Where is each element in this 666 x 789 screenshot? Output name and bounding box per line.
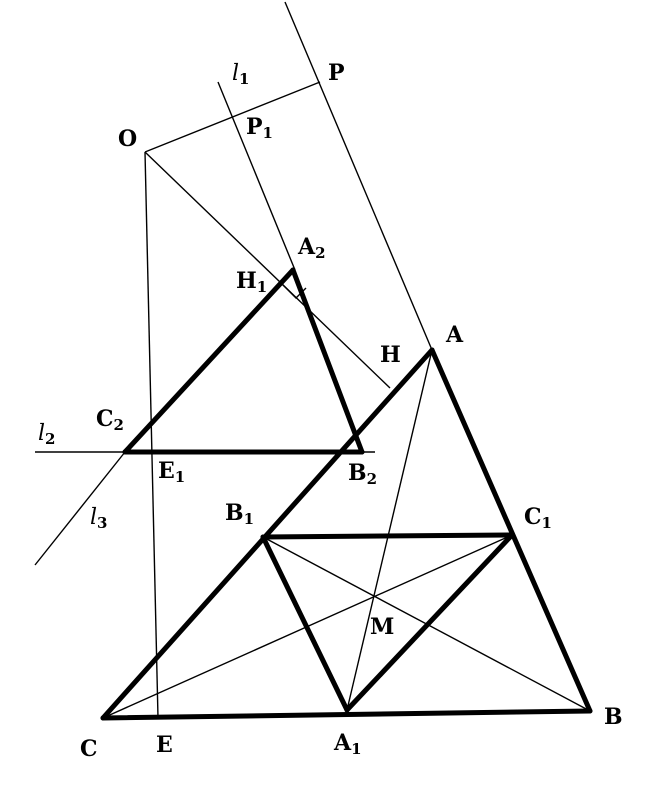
- construction-lines: [34, 1, 591, 719]
- label-A1: A1: [333, 730, 362, 758]
- label-C2: C2: [96, 406, 124, 434]
- midline-B1-A1: [260, 534, 350, 713]
- label-O: O: [118, 126, 137, 152]
- median-A-A1: [346, 349, 433, 711]
- label-B1: B1: [225, 500, 254, 528]
- label-P: P: [328, 60, 345, 86]
- line-through-P-A: [284, 1, 433, 351]
- side-A2-B2: [290, 267, 365, 455]
- side-B-A: [429, 347, 593, 714]
- segment-O-E: [144, 151, 159, 719]
- label-E1: E1: [158, 458, 185, 486]
- midline-B1-C1: [260, 532, 515, 540]
- label-P1: P1: [246, 114, 273, 142]
- label-E: E: [156, 732, 173, 758]
- segment-O-H: [144, 151, 391, 389]
- line-l1: [217, 81, 296, 271]
- segment-O-P: [144, 81, 321, 153]
- side-A-C: [100, 347, 435, 721]
- label-l3: l3: [90, 505, 107, 532]
- midline-A1-C1: [344, 532, 515, 713]
- label-H1: H1: [236, 268, 267, 296]
- label-M: M: [370, 614, 394, 640]
- right-angle-mark: [281, 283, 307, 299]
- side-C2-A2: [122, 267, 296, 455]
- label-B2: B2: [348, 460, 377, 488]
- label-A2: A2: [297, 234, 326, 262]
- thick-lines: [100, 267, 593, 721]
- label-C1: C1: [524, 504, 552, 532]
- line-l3: [34, 451, 126, 566]
- label-C: C: [80, 736, 98, 762]
- label-B: B: [604, 704, 623, 730]
- label-H: H: [380, 342, 401, 368]
- label-A: A: [445, 322, 464, 348]
- label-l1: l1: [232, 61, 249, 88]
- label-l2: l2: [38, 421, 55, 448]
- side-C-B: [100, 708, 593, 721]
- point-labels: P l1 P1 O A2 H1 A H C2 l2 E1 B2 l3 B1 C1…: [38, 60, 623, 762]
